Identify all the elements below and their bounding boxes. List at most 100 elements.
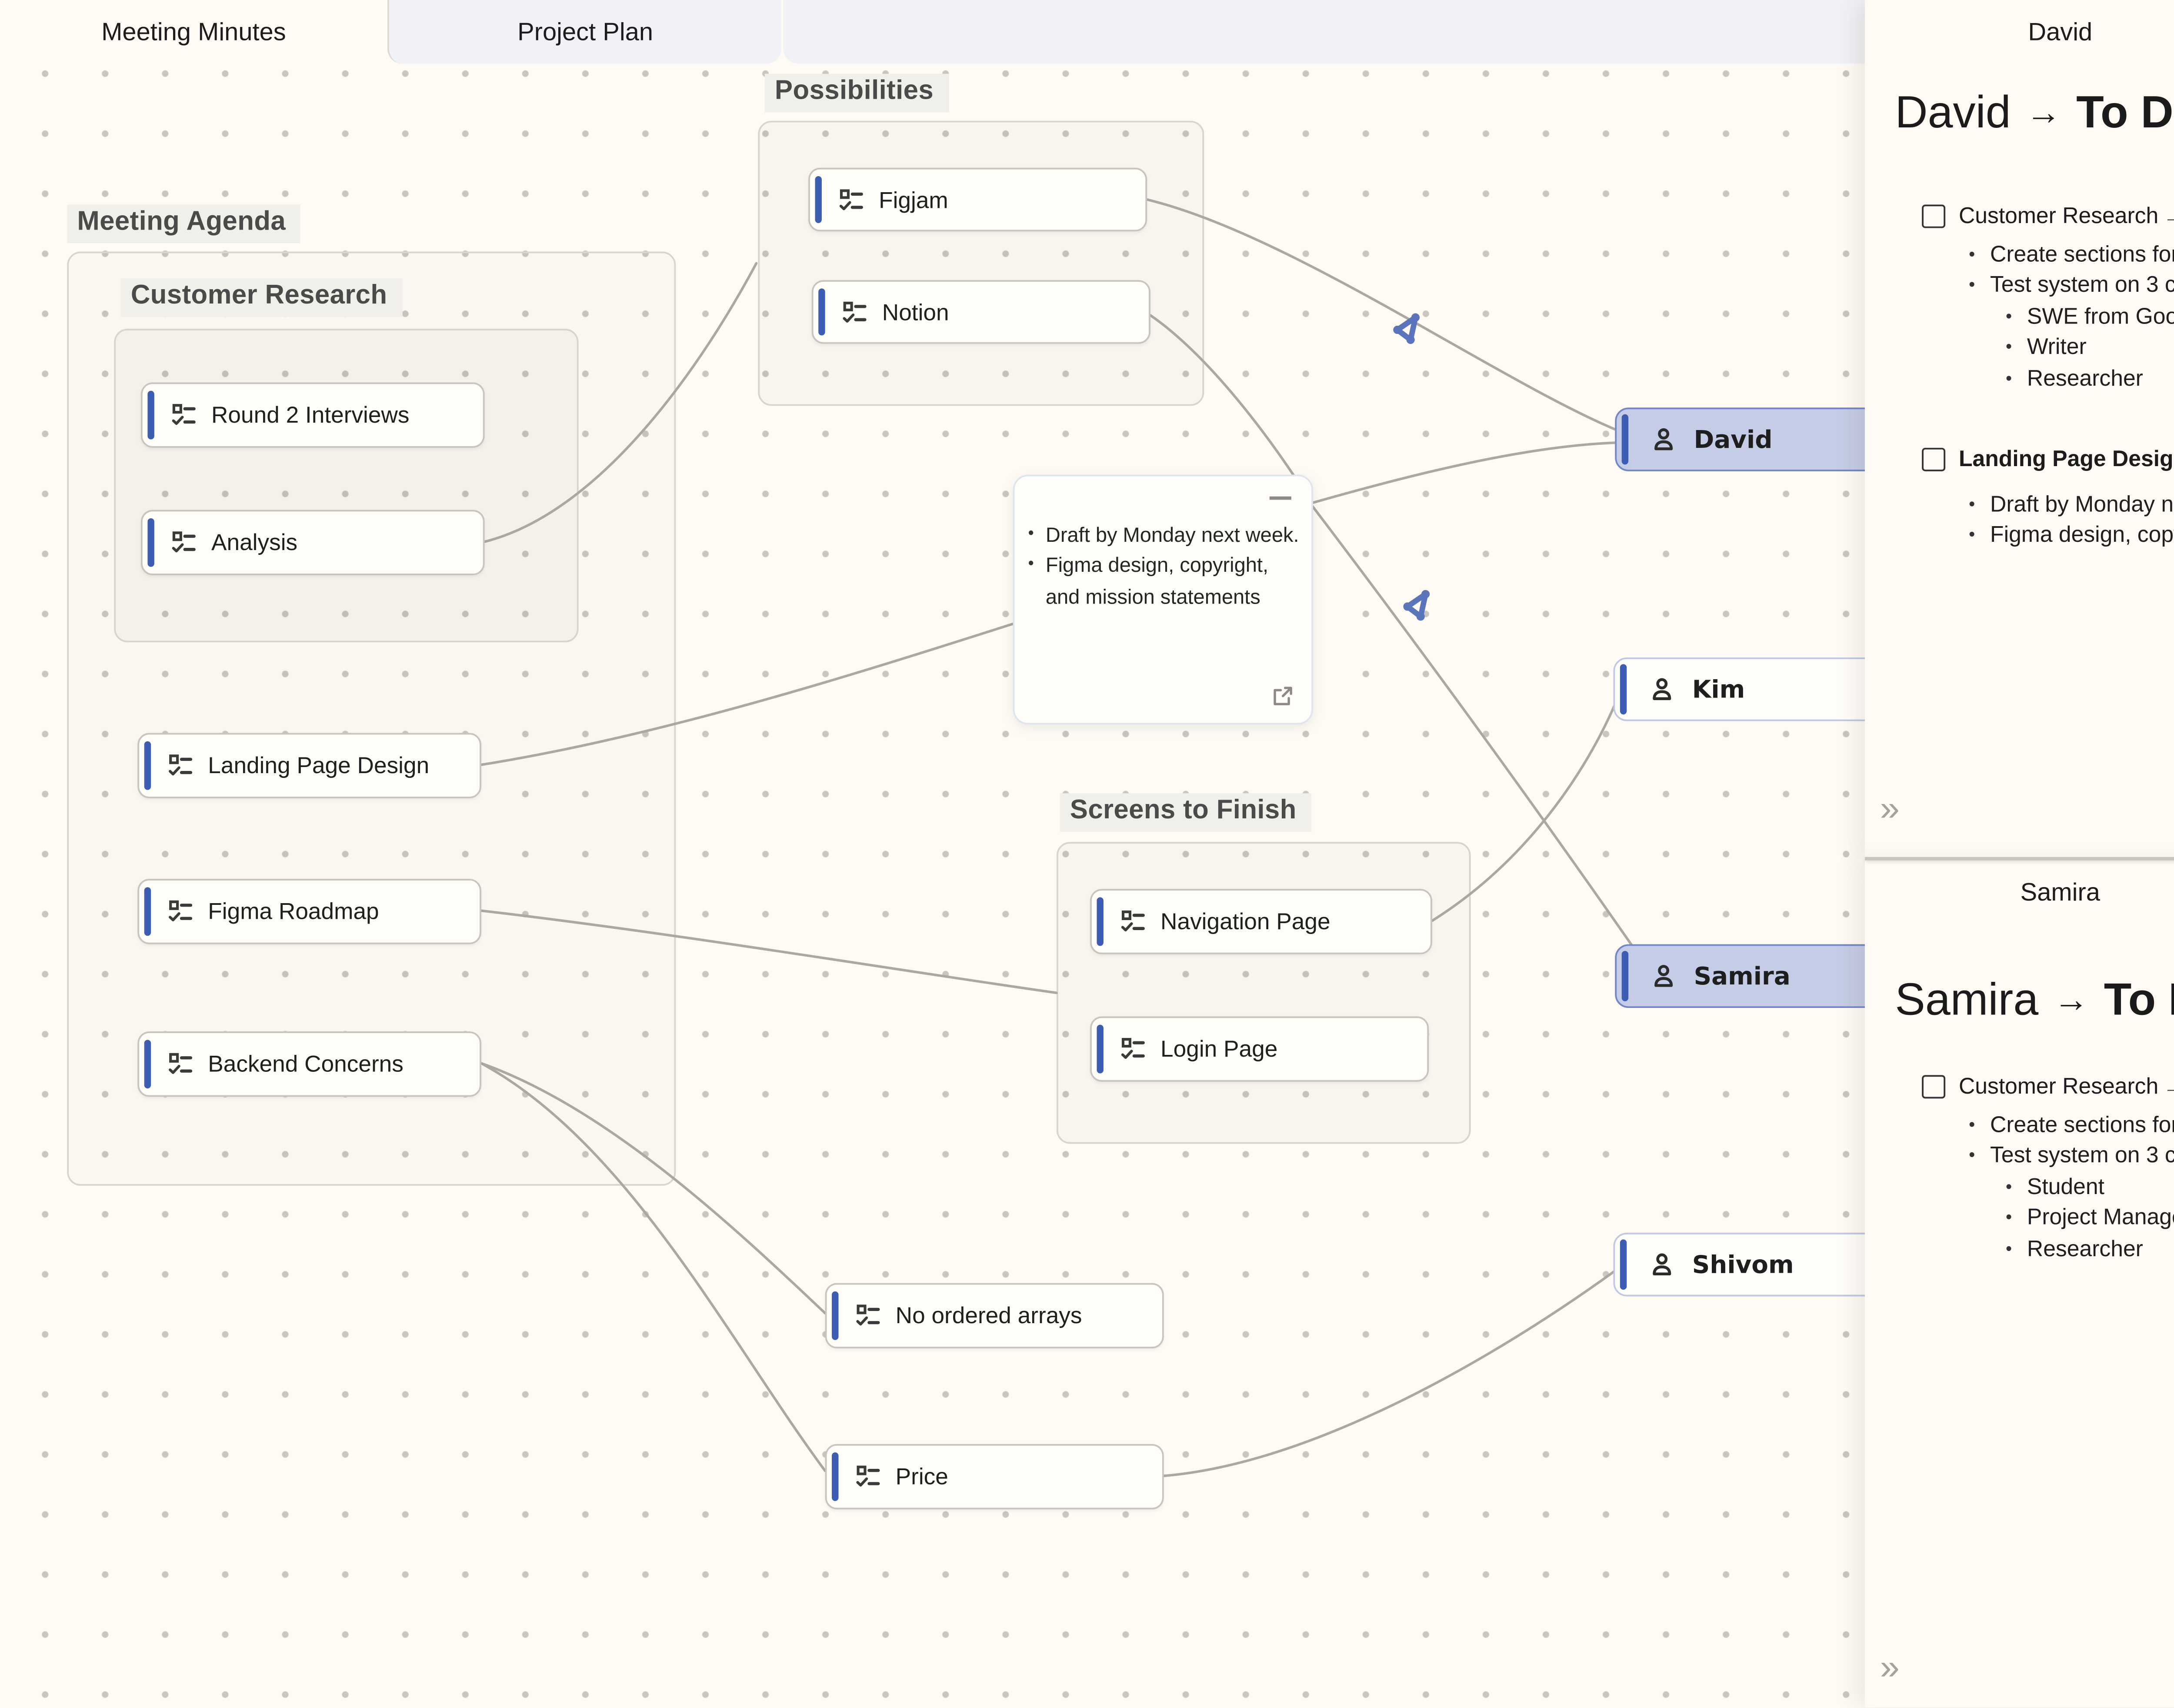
group-possibilities[interactable] [758, 120, 1204, 406]
checklist-icon [172, 404, 196, 425]
card-label: Figjam [879, 187, 948, 212]
wire-note-samira [1310, 504, 1635, 949]
card-label: Analysis [211, 530, 298, 555]
todo-sub-bullet: •Writer [2005, 334, 2087, 359]
checklist-icon [169, 754, 193, 776]
tab-david[interactable]: David [2028, 17, 2093, 47]
group-title-possibilities[interactable]: Possibilities [764, 73, 949, 113]
group-title-customer-research[interactable]: Customer Research [120, 278, 403, 317]
minimize-icon[interactable] [1269, 496, 1291, 500]
wire-navigation-kim [1430, 703, 1617, 922]
card-label: Navigation Page [1160, 909, 1330, 934]
heading-person: David [1895, 87, 2011, 138]
collaborator-cursor-icon [1387, 308, 1429, 350]
checklist-icon [172, 531, 196, 553]
arrow-icon: → [2026, 93, 2061, 133]
todo-bullet: •Test system on 3 customer interviews [1969, 1142, 2174, 1168]
person-icon [1654, 428, 1673, 450]
card-label: Landing Page Design [208, 753, 430, 778]
wire-backend-no-ordered-arrays [480, 1062, 827, 1314]
card-figjam[interactable]: Figjam [808, 167, 1147, 232]
todo-bullet: •Test system on 3 customer interviews [1969, 271, 2174, 297]
panel-samira: Samira Samira→To Do Customer Research→An… [1864, 860, 2174, 1708]
checkbox-icon[interactable] [1922, 204, 1946, 228]
wire-note-david [1310, 441, 1617, 504]
card-label: No ordered arrays [895, 1303, 1082, 1328]
group-title-meeting-agenda[interactable]: Meeting Agenda [67, 204, 301, 244]
node-accent-bar [1620, 414, 1629, 465]
heading-section: To Do [2076, 87, 2174, 138]
card-label: Figma Roadmap [208, 899, 379, 924]
card-label: Notion [882, 299, 949, 325]
arrow-icon: → [2164, 1078, 2174, 1098]
person-icon [1653, 678, 1671, 701]
heading-person: Samira [1895, 974, 2039, 1025]
node-accent-bar [1619, 1239, 1627, 1290]
panel-divider[interactable] [1864, 857, 2174, 861]
card-label: Backend Concerns [208, 1051, 403, 1077]
card-navigation-page[interactable]: Navigation Page [1090, 889, 1432, 954]
checkbox-icon[interactable] [1922, 1075, 1946, 1099]
group-title-screens-to-finish[interactable]: Screens to Finish [1060, 793, 1312, 832]
card-accent-bar [147, 390, 153, 440]
todo-bullet: •Create sections for different metrics t… [1969, 241, 2174, 267]
wire-landing-note [480, 622, 1014, 766]
todo-sub-bullet: •Student [2005, 1174, 2104, 1199]
todo-task[interactable]: Customer Research→Analysis→Possibilities… [1922, 1072, 2174, 1103]
collapse-panel-button[interactable]: » [1880, 1648, 1900, 1688]
wire-backend-price [480, 1062, 827, 1472]
todo-task[interactable]: Customer Research→Analysis→Possibilities… [1922, 201, 2174, 232]
arrow-icon: → [2164, 208, 2174, 228]
card-backend-concerns[interactable]: Backend Concerns [137, 1031, 481, 1097]
card-label: Round 2 Interviews [211, 402, 410, 428]
wire-price-shivom [1162, 1268, 1618, 1478]
card-no-ordered-arrays[interactable]: No ordered arrays [825, 1283, 1164, 1349]
collapse-panel-button[interactable]: » [1880, 790, 1900, 829]
card-label: Login Page [1160, 1036, 1278, 1062]
card-round-2-interviews[interactable]: Round 2 Interviews [140, 382, 485, 448]
node-person-kim[interactable]: Kim [1613, 657, 1865, 721]
note-card[interactable]: • Draft by Monday next week. • Figma des… [1013, 474, 1314, 725]
node-person-samira[interactable]: Samira [1615, 944, 1865, 1008]
checklist-icon [169, 900, 193, 921]
checklist-icon [843, 300, 867, 322]
card-price[interactable]: Price [825, 1444, 1164, 1510]
tab-bar-empty-area[interactable] [783, 0, 1865, 64]
collaborator-cursor-icon [1397, 585, 1439, 627]
tab-project-plan[interactable]: Project Plan [387, 0, 782, 64]
group-customer-research[interactable] [114, 328, 579, 643]
open-external-icon[interactable] [1271, 684, 1295, 708]
card-notion[interactable]: Notion [811, 280, 1150, 344]
node-label: David [1694, 425, 1773, 454]
card-accent-bar [817, 288, 824, 336]
wire-analysis-possibilities [483, 262, 758, 543]
checkbox-icon[interactable] [1922, 447, 1946, 471]
card-label: Price [895, 1464, 948, 1490]
checklist-icon [1121, 910, 1145, 932]
group-meeting-agenda[interactable] [67, 251, 676, 1186]
todo-sub-bullet: •SWE from Google [2005, 304, 2174, 329]
node-accent-bar [1619, 664, 1627, 715]
node-person-shivom[interactable]: Shivom [1613, 1232, 1865, 1297]
todo-task[interactable]: Landing Page Design [1922, 444, 2174, 475]
tab-meeting-minutes[interactable]: Meeting Minutes [101, 17, 286, 47]
card-login-page[interactable]: Login Page [1090, 1016, 1429, 1082]
tab-samira[interactable]: Samira [2020, 878, 2100, 907]
node-person-david[interactable]: David [1615, 407, 1865, 471]
card-accent-bar [143, 1040, 150, 1089]
card-accent-bar [814, 176, 821, 223]
node-label: Shivom [1692, 1250, 1794, 1279]
card-analysis[interactable]: Analysis [140, 510, 485, 575]
checklist-icon [169, 1053, 193, 1074]
card-figma-roadmap[interactable]: Figma Roadmap [137, 879, 481, 944]
panel-tab-bar: David [1865, 0, 2174, 64]
note-bullet: • Figma design, copyright, and mission s… [1028, 554, 1269, 608]
checklist-icon [1121, 1038, 1145, 1059]
panel-heading: Samira→To Do [1895, 974, 2174, 1027]
card-landing-page-design[interactable]: Landing Page Design [137, 733, 481, 798]
canvas[interactable]: Meeting Agenda Customer Research Possibi… [0, 0, 1865, 1708]
node-accent-bar [1620, 951, 1629, 1001]
checklist-icon [839, 188, 863, 210]
todo-sub-bullet: •Researcher [2005, 365, 2143, 391]
